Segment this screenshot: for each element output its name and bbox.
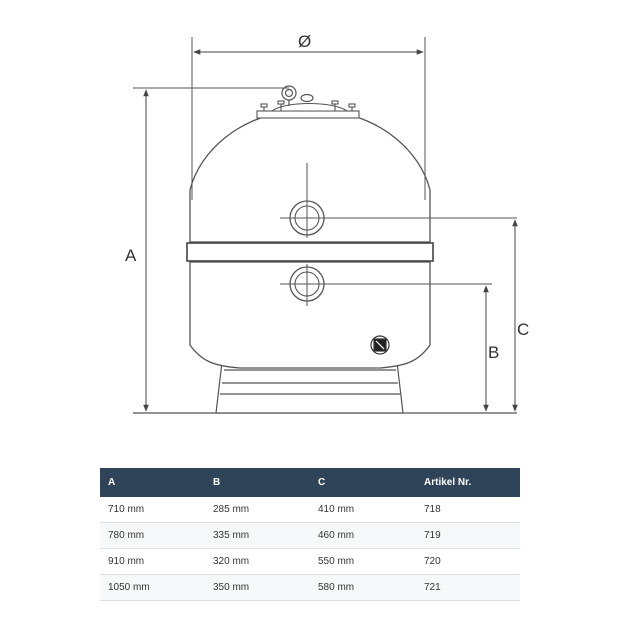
tank-base [215, 361, 404, 414]
cell-a: 780 mm [100, 522, 205, 549]
dimensions-table: A B C Artikel Nr. 710 mm 285 mm 410 mm 7… [100, 468, 520, 601]
cell-a: 1050 mm [100, 574, 205, 601]
column-header-c: C [310, 468, 416, 497]
cell-article-number: 720 [416, 548, 520, 575]
pressure-gauge-icon [281, 85, 314, 106]
cell-article-number: 719 [416, 522, 520, 549]
table-row: 1050 mm 350 mm 580 mm 721 [100, 574, 520, 601]
dimension-b-label: B [488, 343, 499, 362]
cell-b: 285 mm [205, 497, 310, 523]
drain-valve-icon [370, 335, 390, 355]
column-header-a: A [100, 468, 205, 497]
cell-a: 710 mm [100, 497, 205, 523]
diameter-label: Ø [298, 32, 311, 51]
cell-a: 910 mm [100, 548, 205, 575]
tank-lid [256, 100, 360, 119]
table-header-row: A B C Artikel Nr. [100, 468, 520, 497]
cell-c: 460 mm [310, 522, 416, 549]
cell-c: 550 mm [310, 548, 416, 575]
column-header-article-number: Artikel Nr. [416, 468, 520, 497]
table-row: 910 mm 320 mm 550 mm 720 [100, 548, 520, 575]
table-row: 780 mm 335 mm 460 mm 719 [100, 522, 520, 549]
dimension-a-label: A [125, 246, 137, 265]
cell-article-number: 718 [416, 497, 520, 523]
tank-flange-band [186, 242, 434, 262]
cell-c: 580 mm [310, 574, 416, 601]
cell-b: 320 mm [205, 548, 310, 575]
cell-b: 350 mm [205, 574, 310, 601]
cell-c: 410 mm [310, 497, 416, 523]
filter-tank-diagram: Ø A B C [125, 32, 529, 414]
dimension-c-label: C [517, 320, 529, 339]
cell-article-number: 721 [416, 574, 520, 601]
column-header-b: B [205, 468, 310, 497]
cell-b: 335 mm [205, 522, 310, 549]
tank-body [189, 111, 431, 369]
table-row: 710 mm 285 mm 410 mm 718 [100, 497, 520, 523]
